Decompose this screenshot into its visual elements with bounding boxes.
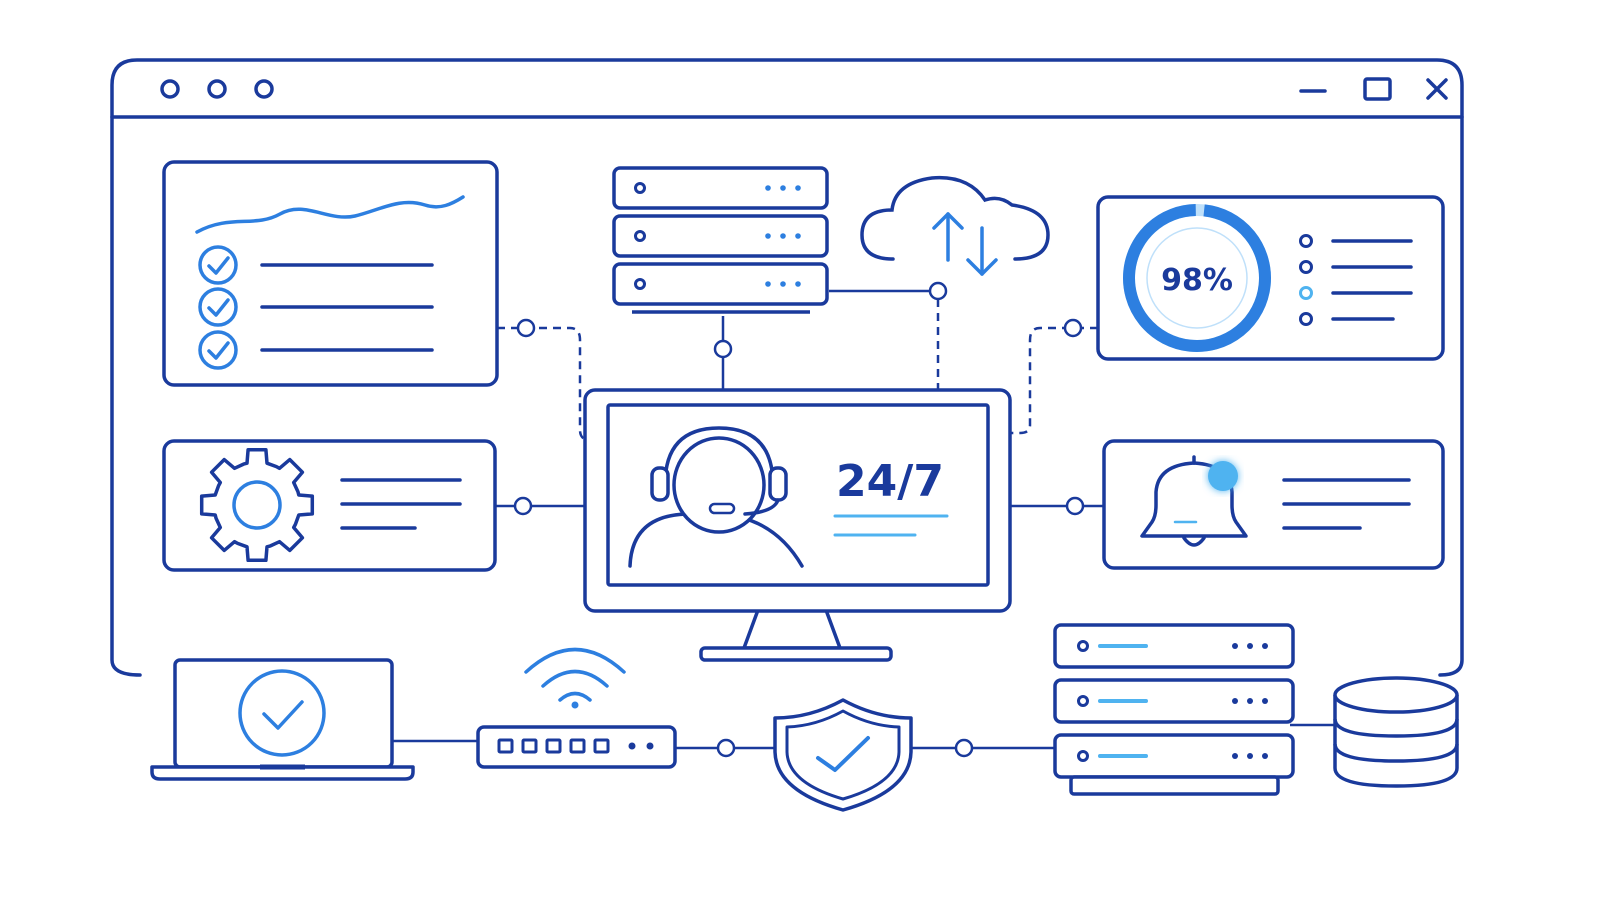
list-bullet <box>1299 286 1313 300</box>
upload-arrow-icon <box>932 212 964 262</box>
shield-check-icon <box>773 698 913 812</box>
router-led <box>646 742 654 750</box>
check-circle-icon <box>238 669 326 757</box>
server-icon <box>612 262 829 306</box>
maximize-icon[interactable] <box>1363 77 1392 101</box>
server-stack <box>612 166 829 314</box>
support-hours-label: 24/7 <box>836 456 944 507</box>
router-port <box>545 738 562 754</box>
window-dot-2 <box>207 79 227 99</box>
connector-node <box>516 318 536 338</box>
connector-uptime-monitor <box>1008 326 1098 435</box>
notifications-panel <box>1102 439 1445 570</box>
settings-panel <box>162 439 497 572</box>
notification-dot-icon <box>1208 461 1238 491</box>
check-circle-icon <box>198 245 238 285</box>
router-icon <box>476 725 677 769</box>
server-icon <box>612 214 829 258</box>
window-dot-1 <box>160 79 180 99</box>
window-controls <box>1299 77 1448 101</box>
database-icon <box>1333 676 1459 788</box>
server-icon <box>612 166 829 210</box>
connector-node <box>513 496 533 516</box>
gear-center <box>232 480 282 530</box>
bell-icon <box>1140 455 1248 547</box>
laptop-icon <box>150 658 415 781</box>
cloud-icon <box>860 175 1050 276</box>
router-port <box>569 738 586 754</box>
connector-node <box>1063 318 1083 338</box>
gear-icon <box>199 447 315 563</box>
connector-node <box>1065 496 1085 516</box>
server-icon <box>1053 678 1295 724</box>
window-dot-3 <box>254 79 274 99</box>
connectors <box>392 281 1335 758</box>
uptime-percentage: 98% <box>1161 263 1233 298</box>
connector-node <box>716 738 736 758</box>
server-rack-icon <box>1053 623 1295 796</box>
list-bullet <box>1299 260 1313 274</box>
list-bullet <box>1299 312 1313 326</box>
donut-gauge-icon <box>1123 204 1271 352</box>
check-circle-icon <box>198 330 238 370</box>
donut-gauge-inner <box>1146 227 1248 329</box>
connector-node <box>954 738 974 758</box>
close-icon[interactable] <box>1426 78 1448 100</box>
connector-node <box>928 281 948 301</box>
server-rack-base <box>1069 775 1280 796</box>
router-port <box>497 738 514 754</box>
router-port <box>593 738 610 754</box>
download-arrow-icon <box>966 226 998 276</box>
trend-line-icon <box>195 195 465 234</box>
list-bullet <box>1299 234 1313 248</box>
router-led <box>628 742 636 750</box>
analytics-panel <box>162 160 499 387</box>
support-monitor: 24/7 <box>583 388 1012 662</box>
connector-node <box>713 339 733 359</box>
router-port <box>521 738 538 754</box>
server-icon <box>1053 733 1295 779</box>
check-circle-icon <box>198 287 238 327</box>
uptime-panel: 98% <box>1096 195 1445 361</box>
wifi-icon <box>524 647 626 709</box>
headset-agent-icon <box>628 426 804 568</box>
connector-analytics-monitor <box>497 326 591 442</box>
window-dots <box>160 79 274 99</box>
server-icon <box>1053 623 1295 669</box>
window-frame <box>110 58 1464 677</box>
